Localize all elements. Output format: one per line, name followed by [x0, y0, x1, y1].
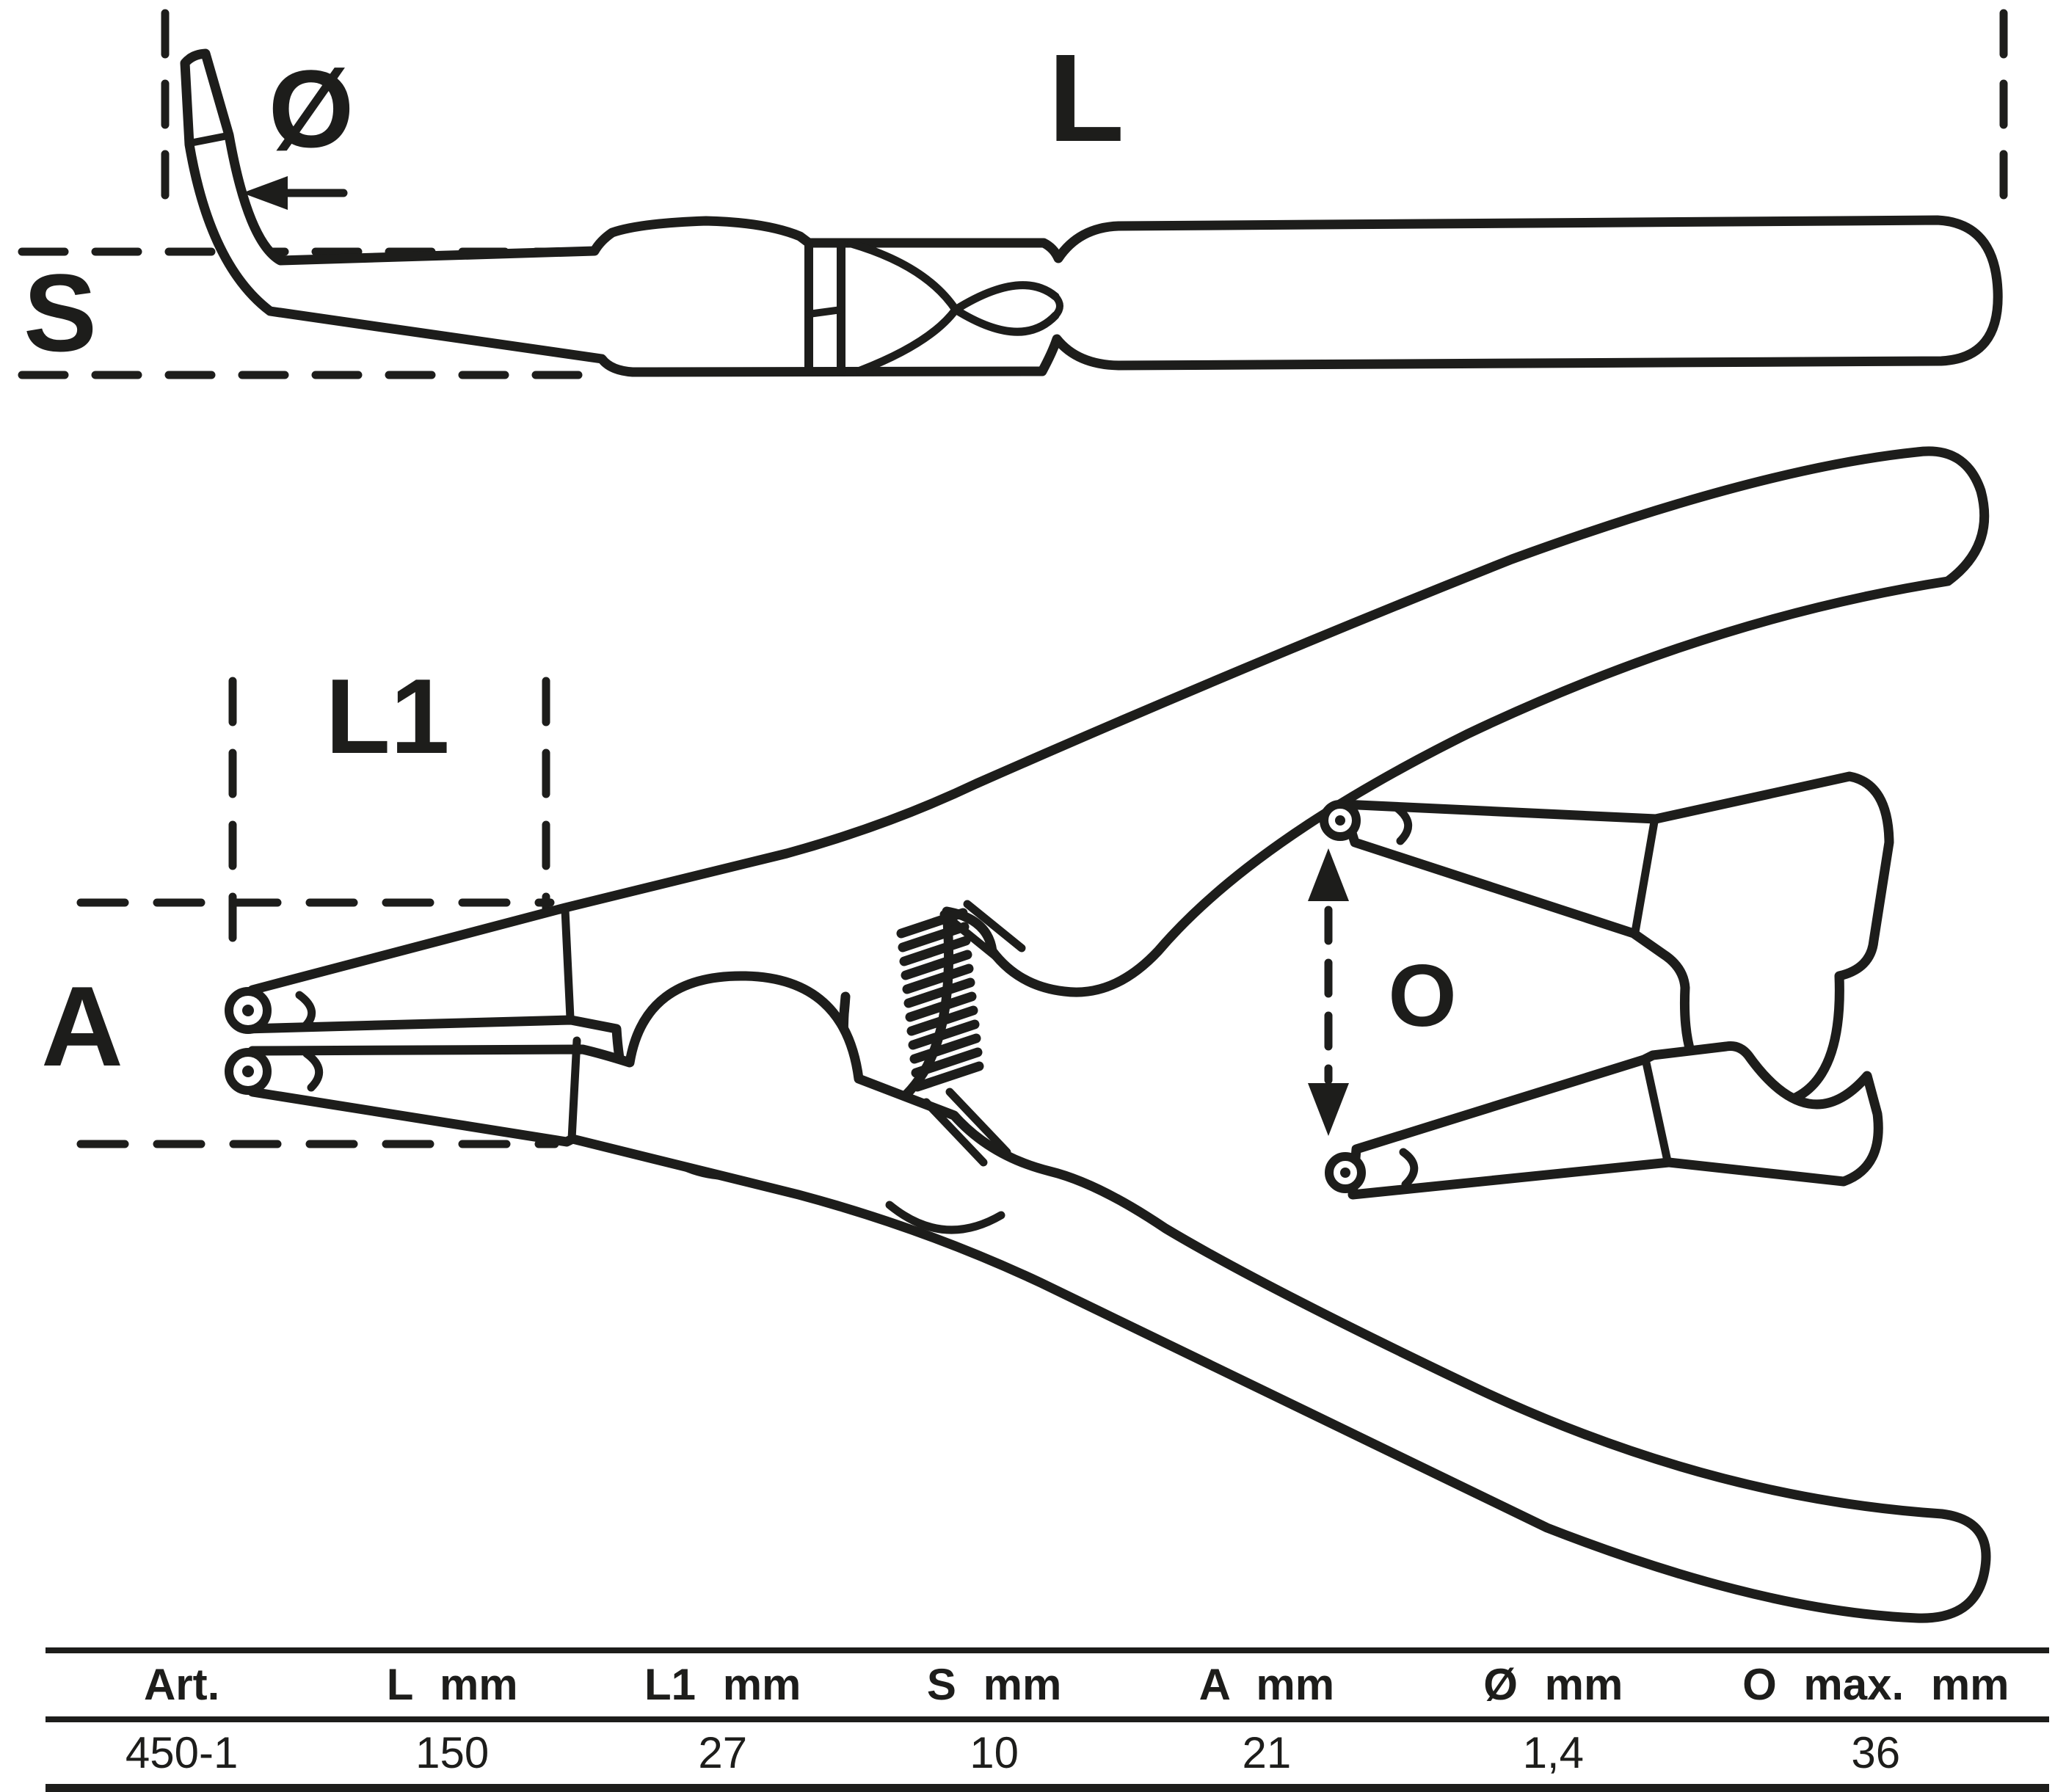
table-header-row: Art. L mm L1 mm S mm A mm Ø mm O max. mm [46, 1653, 2049, 1716]
head-length-label: L1 [325, 657, 449, 776]
main-view [76, 446, 1991, 1623]
detail-upper-arm [1338, 771, 1894, 1110]
joint-lens-upper [951, 281, 1060, 314]
upper-block-seam [561, 906, 575, 1022]
opening-arrowhead-up [1308, 848, 1349, 901]
table-top-rule [46, 1647, 2049, 1653]
joint-cross-curve-bottom [856, 305, 960, 375]
lower-neck-seam-1 [922, 1098, 988, 1167]
header-art: Art. [143, 1660, 220, 1709]
header-l-mm: L mm [386, 1660, 518, 1709]
header-s-mm: S mm [926, 1660, 1062, 1709]
detail-upper-block-seam [1631, 817, 1659, 936]
value-s-mm: 10 [970, 1728, 1019, 1777]
upper-neck-seam-1 [939, 910, 1003, 963]
header-o-max-mm: O max. mm [1742, 1660, 2009, 1709]
value-a-mm: 21 [1242, 1728, 1292, 1777]
lower-jaw-cone-arc [302, 1049, 323, 1092]
header-l1-mm: L1 mm [644, 1660, 801, 1709]
upper-neck-seam-2 [963, 900, 1026, 953]
main-lower-tip-pin-dot [242, 1066, 254, 1077]
value-art: 450-1 [125, 1728, 239, 1777]
opening-arrowhead-down [1308, 1083, 1349, 1136]
diameter-arrowhead [242, 176, 288, 210]
main-upper-tip-pin-dot [242, 1005, 254, 1016]
spec-table: Art. L mm L1 mm S mm A mm Ø mm O max. mm… [46, 1647, 2049, 1792]
table-header-rule [46, 1716, 2049, 1722]
tip-seam [190, 132, 231, 146]
top-view [18, 9, 2008, 379]
lower-block-seam [567, 1036, 581, 1143]
diameter-label: Ø [269, 47, 354, 170]
tip-spread-label: A [41, 963, 123, 1090]
joint-lens-lower [951, 305, 1060, 336]
detail-lower-block-seam [1642, 1058, 1672, 1165]
pliers-line-drawing: Ø S L L1 A O [18, 9, 2008, 1623]
header-a-mm: A mm [1199, 1660, 1335, 1709]
table-bottom-rule [46, 1784, 2049, 1792]
max-opening-label: O [1388, 947, 1456, 1045]
spring-coil [896, 908, 984, 1092]
detail-upper-cone-arc [1392, 803, 1412, 845]
joint-cross-curve-top [847, 239, 960, 314]
joint-plate-tab [805, 306, 845, 318]
detail-upper-tip-pin-dot [1335, 815, 1345, 826]
lower-neck-seam-2 [945, 1088, 1011, 1157]
value-o-max-mm: 36 [1851, 1728, 1901, 1777]
header-diameter-mm: Ø mm [1483, 1660, 1623, 1709]
main-lower-arm [247, 971, 1991, 1623]
detail-lower-cone-arc [1399, 1148, 1419, 1189]
total-length-label: L [1048, 29, 1124, 168]
detail-lower-tip-pin-dot [1340, 1168, 1350, 1178]
top-view-body-outline [180, 48, 2003, 377]
value-l1-mm: 27 [698, 1728, 748, 1777]
lower-neck-arc [885, 1201, 1005, 1234]
joint-lens-tip [1052, 293, 1063, 319]
thickness-label: S [23, 251, 97, 374]
detail-view [1308, 771, 1894, 1200]
detail-lower-arm [1347, 1041, 1883, 1200]
value-l-mm: 150 [415, 1728, 490, 1777]
table-value-row: 450-1 150 27 10 21 1,4 36 [46, 1722, 2049, 1784]
upper-jaw-cone-arc [295, 991, 316, 1032]
value-diameter-mm: 1,4 [1522, 1728, 1584, 1777]
